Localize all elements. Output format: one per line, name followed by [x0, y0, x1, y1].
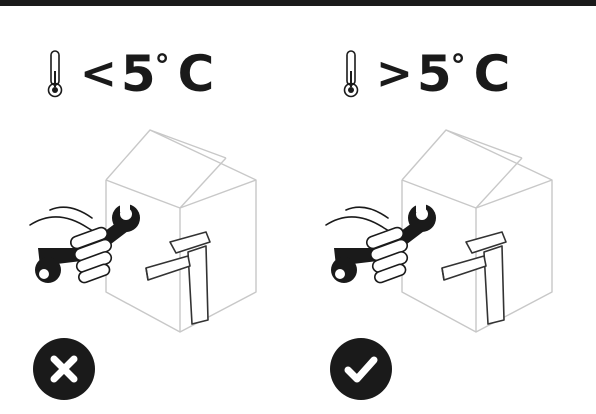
temperature-value: 5: [416, 45, 452, 103]
faucet-icon: [145, 231, 211, 325]
temperature-value: 5: [120, 45, 156, 103]
temperature-unit: C: [177, 45, 215, 103]
degree-sign: °: [450, 49, 466, 84]
hand-with-wrench-icon: [325, 200, 436, 284]
thermometer-icon: [47, 50, 63, 98]
installation-scene-cold: [29, 129, 257, 333]
temperature-label-below: < 5 ° C: [44, 44, 214, 104]
degree-sign: °: [154, 49, 170, 84]
thermometer-icon: [343, 50, 359, 98]
hand-with-wrench-icon: [29, 200, 140, 284]
temperature-label-above: > 5 ° C: [340, 44, 510, 104]
check-icon: [330, 338, 392, 400]
top-rule: [0, 0, 596, 6]
greater-than-sign: >: [376, 48, 413, 99]
less-than-sign: <: [80, 48, 117, 99]
cross-icon: [33, 338, 95, 400]
faucet-icon: [441, 231, 507, 325]
temperature-unit: C: [473, 45, 511, 103]
installation-scene-warm: [325, 129, 553, 333]
